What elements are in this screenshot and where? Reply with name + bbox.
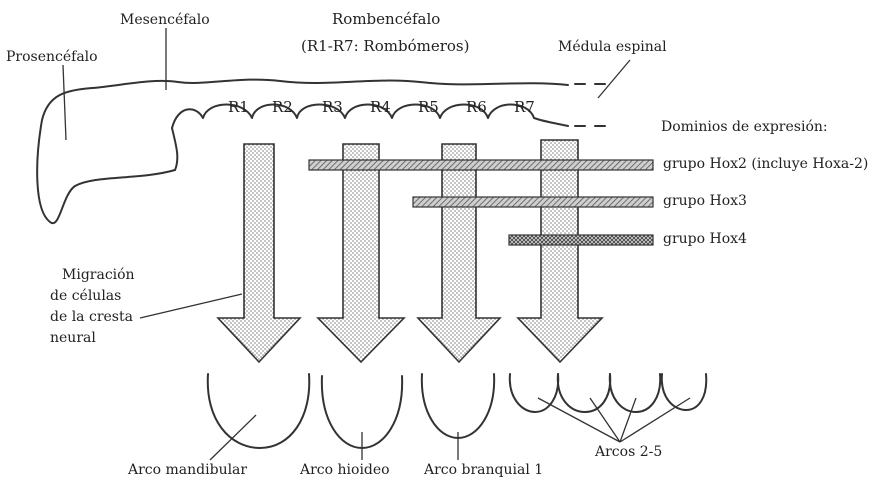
arco-branquial-label: Arco branquial 1: [423, 462, 543, 478]
migration-arrow-branquial: [418, 144, 500, 362]
arch-4: [610, 374, 660, 412]
arch-2: [510, 374, 558, 412]
migration-line: de células: [50, 288, 121, 304]
rhombomere-labels: R1 R2 R3 R4 R5 R6 R7: [228, 98, 535, 116]
hox2-label: grupo Hox2 (incluye Hoxa-2): [663, 156, 868, 172]
arcos-pointers: [538, 398, 690, 442]
rhombomere-label: R7: [514, 98, 535, 116]
migration-line: de la cresta: [50, 309, 133, 325]
migration-arrows: [218, 140, 602, 362]
hox3-label: grupo Hox3: [663, 193, 747, 209]
medula-label: Médula espinal: [558, 39, 667, 55]
rhombomere-label: R4: [370, 98, 391, 116]
hox4-label: grupo Hox4: [663, 231, 747, 247]
arch-branquial: [422, 374, 494, 438]
mesencefalo-label: Mesencéfalo: [120, 12, 210, 28]
prosencefalo-pointer: [63, 65, 66, 140]
hox3-band: [413, 197, 653, 207]
rhombomere-label: R2: [272, 98, 293, 116]
rhombomere-label: R3: [322, 98, 343, 116]
rhombomere-label: R1: [228, 98, 249, 116]
prosencefalo-label: Prosencéfalo: [6, 49, 98, 65]
migration-arrow-mandibular: [218, 144, 300, 362]
arcos-label: Arcos 2-5: [594, 444, 662, 460]
arch-3: [558, 374, 610, 412]
migration-arrow-arcos: [518, 140, 602, 362]
migration-label: Migración de células de la cresta neural: [50, 267, 135, 346]
rhombomere-label: R6: [466, 98, 487, 116]
rombomeros-label: (R1-R7: Rombómeros): [301, 37, 469, 55]
rombencefalo-label: Rombencéfalo: [332, 10, 440, 28]
hox2-band: [309, 160, 653, 170]
medula-pointer: [598, 60, 630, 98]
migration-arrow-hioideo: [318, 144, 404, 362]
migration-line: Migración: [62, 267, 135, 283]
migration-line: neural: [50, 330, 96, 346]
hox4-band: [509, 235, 653, 245]
arch-5: [662, 374, 706, 410]
arch-mandibular: [208, 374, 310, 448]
rhombomere-label: R5: [418, 98, 439, 116]
arco-mandibular-label: Arco mandibular: [127, 462, 247, 478]
migration-pointer: [140, 294, 242, 318]
arco-hioideo-label: Arco hioideo: [299, 462, 390, 478]
dominios-label: Dominios de expresión:: [661, 119, 828, 135]
